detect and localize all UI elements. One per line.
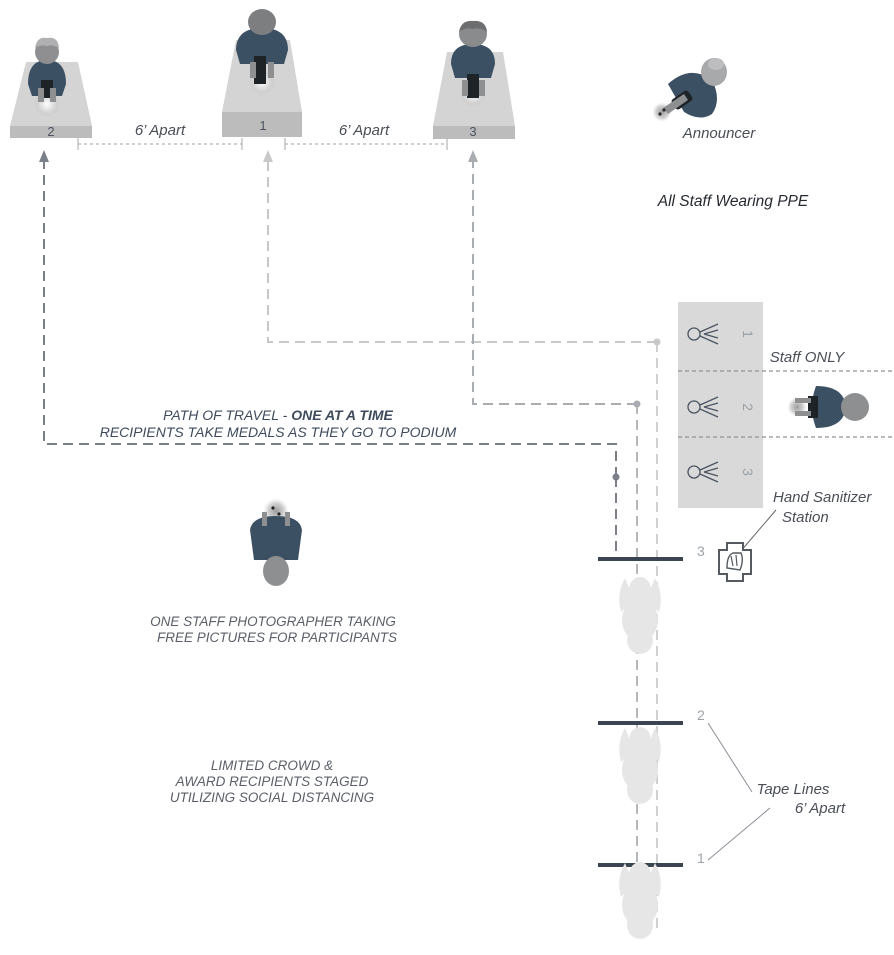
spacing-label-right: 6’ Apart — [339, 122, 390, 139]
medal-slot-1-number: 1 — [740, 330, 756, 338]
announcer-figure — [652, 58, 727, 122]
tape-lines-label-line2: 6’ Apart — [795, 800, 846, 817]
staged-recipient-1 — [619, 577, 661, 654]
crowd-caption-line1: LIMITED CROWD & — [211, 758, 333, 773]
photographer-caption-line2: FREE PICTURES FOR PARTICIPANTS — [157, 630, 397, 645]
spacing-label-left: 6’ Apart — [135, 122, 186, 139]
ppe-note: All Staff Wearing PPE — [657, 193, 809, 210]
photographer-figure — [250, 498, 302, 586]
podium-3-number: 3 — [469, 124, 476, 139]
announcer-label: Announcer — [682, 125, 757, 142]
medal-station — [678, 302, 894, 508]
crowd-caption-line2: AWARD RECIPIENTS STAGED — [175, 774, 369, 789]
podium-1-number: 1 — [259, 118, 266, 133]
staff-only-label: Staff ONLY — [770, 349, 845, 366]
crowd-caption-line3: UTILIZING SOCIAL DISTANCING — [170, 790, 374, 805]
path-to-podium-2 — [39, 150, 620, 555]
medal-staff-figure — [787, 386, 869, 428]
path-to-podium-1 — [263, 150, 661, 930]
photographer-caption-line1: ONE STAFF PHOTOGRAPHER TAKING — [150, 614, 396, 629]
medal-icon-1 — [687, 323, 719, 345]
medal-slot-2: 2 — [687, 396, 756, 418]
medal-icon-2 — [687, 396, 719, 418]
medal-slot-3: 3 — [687, 461, 756, 483]
path-to-podium-3 — [468, 150, 641, 930]
path-of-travel-emphasis: ONE AT A TIME — [291, 407, 393, 423]
medal-slot-1: 1 — [687, 323, 756, 345]
podium-3 — [433, 20, 515, 139]
podium-2 — [10, 37, 92, 138]
medal-slot-2-number: 2 — [740, 403, 756, 411]
podium-spacing-line — [77, 138, 448, 150]
tape-lines-label-line1: Tape Lines — [757, 781, 830, 798]
podium-2-number: 2 — [47, 124, 54, 139]
tape-lines-leaders — [707, 722, 771, 861]
tape-line-1-number: 1 — [697, 850, 705, 866]
path-of-travel-prefix: PATH OF TRAVEL - — [163, 407, 291, 423]
staged-recipient-2 — [619, 727, 661, 804]
sanitizer-leader-line — [739, 509, 777, 553]
staged-recipient-3 — [619, 862, 661, 939]
podium-1 — [222, 9, 302, 137]
tape-line-3-number: 3 — [697, 543, 705, 559]
path-of-travel-line2: RECIPIENTS TAKE MEDALS AS THEY GO TO POD… — [100, 424, 457, 440]
sanitizer-label-line1: Hand Sanitizer — [773, 489, 872, 506]
path-of-travel-line1: PATH OF TRAVEL - ONE AT A TIME — [163, 407, 393, 423]
sanitizer-label-line2: Station — [782, 509, 829, 526]
medal-slot-3-number: 3 — [740, 468, 756, 476]
hand-sanitizer-icon — [718, 542, 752, 582]
tape-line-2-number: 2 — [697, 707, 705, 723]
medal-icon-3 — [687, 461, 719, 483]
